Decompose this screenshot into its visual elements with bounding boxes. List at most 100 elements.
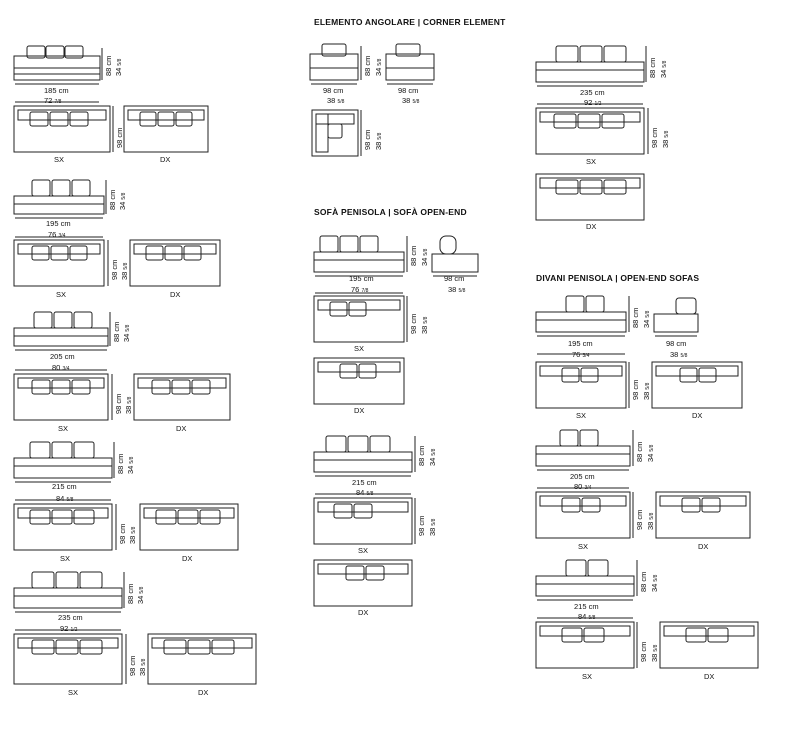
right-height-in-215: 34 5/8	[650, 574, 659, 592]
right-depth-in-215: 38 5/8	[650, 644, 659, 662]
sofa-235-plan-dx	[147, 633, 257, 685]
dx-label-185: DX	[160, 155, 171, 164]
open-end-chaise-side-view	[431, 235, 479, 277]
width-cm-235: 235 cm	[58, 613, 83, 622]
sx-label-205: SX	[58, 424, 69, 433]
sofa-205-plan-sx	[13, 373, 113, 421]
sofa-215-plan-dx	[139, 503, 239, 551]
sofa-195-plan-dx	[129, 239, 221, 287]
open-end-215-plan-sx	[313, 497, 416, 545]
right-depth-cm-205: 98 cm	[635, 509, 644, 530]
open-end-195-plan-sx	[313, 295, 408, 343]
right-depth-cm-195: 98 cm	[631, 379, 640, 400]
height-in-235: 34 5/8	[136, 586, 145, 604]
open-end-215-plan-dx	[313, 559, 413, 607]
right-depth-in-195: 38 5/8	[642, 382, 651, 400]
mid-height-cm-195: 88 cm	[409, 245, 418, 266]
open-end-right-215-front-view	[535, 559, 638, 619]
height-in-205: 34 5/8	[122, 324, 131, 342]
corner-element-heading: ELEMENTO ANGOLARE | CORNER ELEMENT	[314, 17, 506, 27]
open-end-sofas-heading: DIVANI PENISOLA | OPEN-END SOFAS	[536, 273, 700, 283]
depth-in-205: 38 5/8	[124, 396, 133, 414]
sofa-235-front-view-right	[535, 45, 647, 105]
width-in-195: 76 3/4	[48, 230, 66, 239]
width-in-235: 92 1/2	[60, 624, 78, 633]
right-chaise-width-cm: 98 cm	[666, 339, 687, 348]
depth-in-235: 38 5/8	[138, 658, 147, 676]
height-in-185: 34 5/8	[114, 58, 123, 76]
right-depth-cm-215: 98 cm	[639, 641, 648, 662]
right-depth-in-235: 38 5/8	[661, 130, 670, 148]
sofa-195-front-view	[13, 179, 107, 238]
height-in-195: 34 5/8	[118, 192, 127, 210]
corner-height-in: 34 5/8	[374, 58, 383, 76]
corner-element-front-2	[385, 43, 435, 85]
height-in-215: 34 5/8	[126, 456, 135, 474]
right-height-in-205: 34 5/8	[646, 444, 655, 462]
height-cm-205: 88 cm	[112, 321, 121, 342]
corner-element-plan	[311, 109, 362, 157]
open-end-right-195-front-view	[535, 295, 630, 355]
right-width-in-195: 76 3/4	[572, 350, 590, 359]
mid-depth-in-215: 38 5/8	[428, 518, 437, 536]
open-end-right-195-plan-sx	[535, 361, 630, 409]
open-end-right-chaise-side-view	[653, 297, 699, 337]
mid-depth-cm-195: 98 cm	[409, 313, 418, 334]
corner-height-cm: 88 cm	[363, 55, 372, 76]
height-cm-195: 88 cm	[108, 189, 117, 210]
open-end-right-205-plan-sx	[535, 491, 634, 539]
sofa-205-plan-dx	[133, 373, 231, 421]
right-dx-label-235: DX	[586, 222, 597, 231]
sofa-205-front-view	[13, 311, 111, 371]
depth-cm-215: 98 cm	[118, 523, 127, 544]
mid-width-cm-215: 215 cm	[352, 478, 377, 487]
right-height-in-235: 34 5/8	[659, 60, 668, 78]
sofa-185-plan-sx	[13, 105, 114, 153]
dx-label-215: DX	[182, 554, 193, 563]
dx-label-195: DX	[170, 290, 181, 299]
sofa-195-plan-sx	[13, 239, 109, 287]
depth-cm-235: 98 cm	[128, 655, 137, 676]
open-end-195-plan-dx	[313, 357, 405, 405]
right-height-cm-215: 88 cm	[639, 571, 648, 592]
corner-depth-cm: 98 cm	[363, 129, 372, 150]
width-cm-215: 215 cm	[52, 482, 77, 491]
width-in-185: 72 7/8	[44, 96, 62, 105]
sofa-215-plan-sx	[13, 503, 117, 551]
mid-height-in-215: 34 5/8	[428, 448, 437, 466]
dx-label-205: DX	[176, 424, 187, 433]
depth-cm-205: 98 cm	[114, 393, 123, 414]
right-chaise-width-in: 38 5/8	[670, 350, 688, 359]
sofa-235-front-view	[13, 571, 125, 631]
open-end-right-195-plan-dx	[651, 361, 743, 409]
right-width-in-215: 84 5/8	[578, 612, 596, 621]
right-dx-label-195: DX	[692, 411, 703, 420]
right-dx-label-205: DX	[698, 542, 709, 551]
mid-height-cm-215: 88 cm	[417, 445, 426, 466]
mid-height-in-195: 34 5/8	[420, 248, 429, 266]
corner-depth-in: 38 5/8	[374, 132, 383, 150]
right-width-cm-205: 205 cm	[570, 472, 595, 481]
right-sx-label-195: SX	[576, 411, 587, 420]
right-width-cm-235: 235 cm	[580, 88, 605, 97]
mid-sx-label-215: SX	[358, 546, 369, 555]
corner-width-in-2: 38 5/8	[402, 96, 420, 105]
open-end-right-205-plan-dx	[655, 491, 751, 539]
sofa-235-plan-right-sx	[535, 107, 649, 155]
mid-depth-in-195: 38 5/8	[420, 316, 429, 334]
depth-in-195: 38 5/8	[120, 262, 129, 280]
open-end-right-215-plan-dx	[659, 621, 759, 669]
depth-in-215: 38 5/8	[128, 526, 137, 544]
mid-width-in-195: 76 7/8	[351, 285, 369, 294]
sx-label-215: SX	[60, 554, 71, 563]
open-end-right-205-front-view	[535, 429, 634, 489]
sx-label-185: SX	[54, 155, 65, 164]
mid-sx-label-195: SX	[354, 344, 365, 353]
sofa-185-front-view	[13, 45, 103, 103]
sofa-185-plan-dx	[123, 105, 209, 153]
width-cm-205: 205 cm	[50, 352, 75, 361]
right-height-in-195: 34 5/8	[642, 310, 651, 328]
width-cm-195: 195 cm	[46, 219, 71, 228]
